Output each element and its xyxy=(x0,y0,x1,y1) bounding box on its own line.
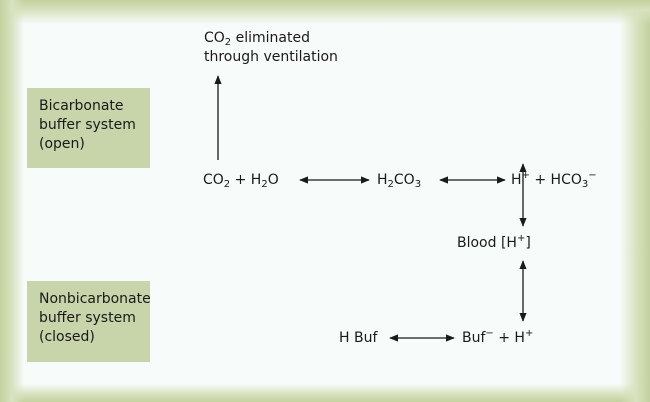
label-line: (open) xyxy=(39,136,85,152)
buf-minus-plus-h: Buf− + H+ xyxy=(462,328,534,347)
label-line: Nonbicarbonate xyxy=(39,291,151,307)
label-line: buffer system xyxy=(39,117,136,133)
ventilation-note: through ventilation xyxy=(204,49,338,65)
label-line: (closed) xyxy=(39,329,95,345)
co2-eliminated-note: CO2 eliminated xyxy=(204,30,310,48)
bicarbonate-system-label: Bicarbonate buffer system (open) xyxy=(27,88,150,168)
co2-plus-h2o: CO2 + H2O xyxy=(203,172,279,190)
h-buf: H Buf xyxy=(339,330,378,346)
blood-h-plus: Blood [H+] xyxy=(457,233,531,252)
label-line: Bicarbonate xyxy=(39,98,124,114)
carbonic-acid: H2CO3 xyxy=(377,172,422,190)
nonbicarbonate-system-label: Nonbicarbonate buffer system (closed) xyxy=(27,281,151,362)
label-line: buffer system xyxy=(39,310,136,326)
